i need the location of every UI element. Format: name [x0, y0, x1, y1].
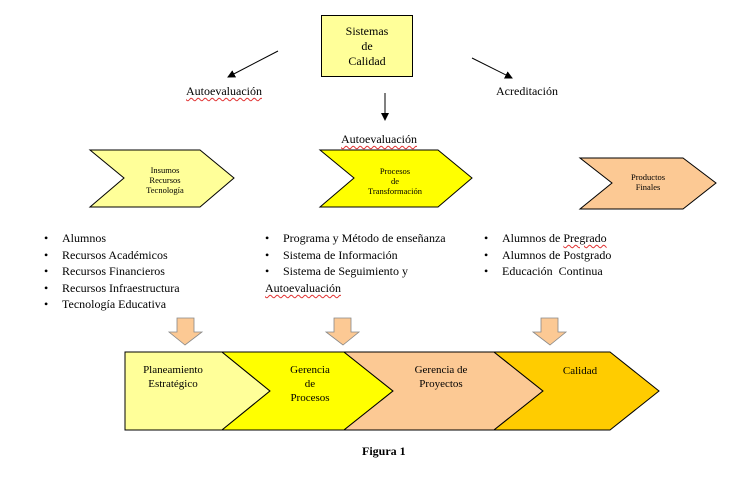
chevron-procesos-label: Procesos de Transformación: [355, 166, 435, 196]
arrow-to-autoevaluacion-left: [227, 50, 279, 78]
product-pregrado: Alumnos de Pregrado: [502, 231, 607, 245]
list-item: Recursos Infraestructura: [42, 280, 180, 297]
list-item: Alumnos: [42, 230, 180, 247]
list-item: Alumnos de Postgrado: [482, 247, 611, 264]
chevron-procesos-line-1: Procesos: [379, 166, 411, 176]
list-item: Sistema de Información: [263, 247, 446, 264]
band-planeamiento-line-1: Planeamiento: [143, 364, 203, 376]
top-box-line-2: de: [361, 39, 373, 53]
band-calidad-line-1: Calidad: [562, 365, 598, 377]
sistemas-de-calidad-box: Sistemas de Calidad: [321, 15, 413, 77]
branch-label-acreditacion: Acreditación: [496, 84, 558, 98]
band-calidad: [492, 351, 660, 431]
down-arrow-3: [531, 317, 568, 346]
arrow-to-acreditacion: [471, 57, 513, 79]
products-list: Alumnos de Pregrado Alumnos de Postgrado…: [482, 230, 611, 280]
chevron-productos-label: Productos Finales: [615, 172, 681, 192]
processes-list-continuation: Autoevaluación: [265, 281, 341, 295]
band-gerencia-proyectos-label: Gerencia de Proyectos: [396, 363, 486, 391]
inputs-list: Alumnos Recursos Académicos Recursos Fin…: [42, 230, 180, 313]
list-item: Recursos Financieros: [42, 263, 180, 280]
pregrado-word: Pregrado: [563, 231, 607, 245]
band-gerencia-procesos-line-2: de: [304, 378, 316, 390]
top-box-line-3: Calidad: [348, 54, 386, 68]
list-item: Educación Continua: [482, 263, 611, 280]
chevron-insumos: [88, 149, 235, 208]
chevron-procesos: [318, 149, 473, 208]
list-item: Alumnos de Pregrado: [482, 230, 611, 247]
chevron-insumos-line-1: Insumos: [150, 165, 180, 175]
down-arrow-2: [324, 317, 361, 346]
list-item: Sistema de Seguimiento y: [263, 263, 446, 280]
branch-label-autoevaluacion-left: Autoevaluación: [186, 84, 262, 98]
band-gerencia-procesos-line-1: Gerencia: [290, 364, 330, 376]
figure-caption: Figura 1: [362, 444, 406, 458]
band-gerencia-procesos-label: Gerencia de Procesos: [270, 363, 350, 405]
band-gerencia-proyectos-line-2: Proyectos: [419, 378, 463, 390]
band-planeamiento-label: Planeamiento Estratégico: [128, 363, 218, 391]
band-gerencia-proyectos-line-1: Gerencia de: [414, 364, 468, 376]
chevron-procesos-line-2: de: [390, 176, 400, 186]
list-item: Recursos Académicos: [42, 247, 180, 264]
chevron-productos-line-2: Finales: [635, 182, 661, 192]
chevron-insumos-line-3: Tecnología: [146, 185, 184, 195]
chevron-insumos-label: Insumos Recursos Tecnología: [130, 165, 200, 195]
top-box-line-1: Sistemas: [345, 24, 389, 38]
chevron-productos-line-1: Productos: [631, 172, 665, 182]
branch-label-autoevaluacion-center: Autoevaluación: [341, 132, 417, 146]
list-item: Tecnología Educativa: [42, 296, 180, 313]
band-gerencia-procesos-line-3: Procesos: [290, 392, 330, 404]
processes-list: Programa y Método de enseñanza Sistema d…: [263, 230, 446, 280]
band-calidad-label: Calidad: [540, 364, 620, 378]
chevron-productos: [578, 157, 717, 210]
chevron-procesos-line-3: Transformación: [368, 186, 422, 196]
down-arrow-1: [167, 317, 204, 346]
band-planeamiento-line-2: Estratégico: [148, 378, 198, 390]
list-item: Programa y Método de enseñanza: [263, 230, 446, 247]
chevron-insumos-line-2: Recursos: [149, 175, 181, 185]
